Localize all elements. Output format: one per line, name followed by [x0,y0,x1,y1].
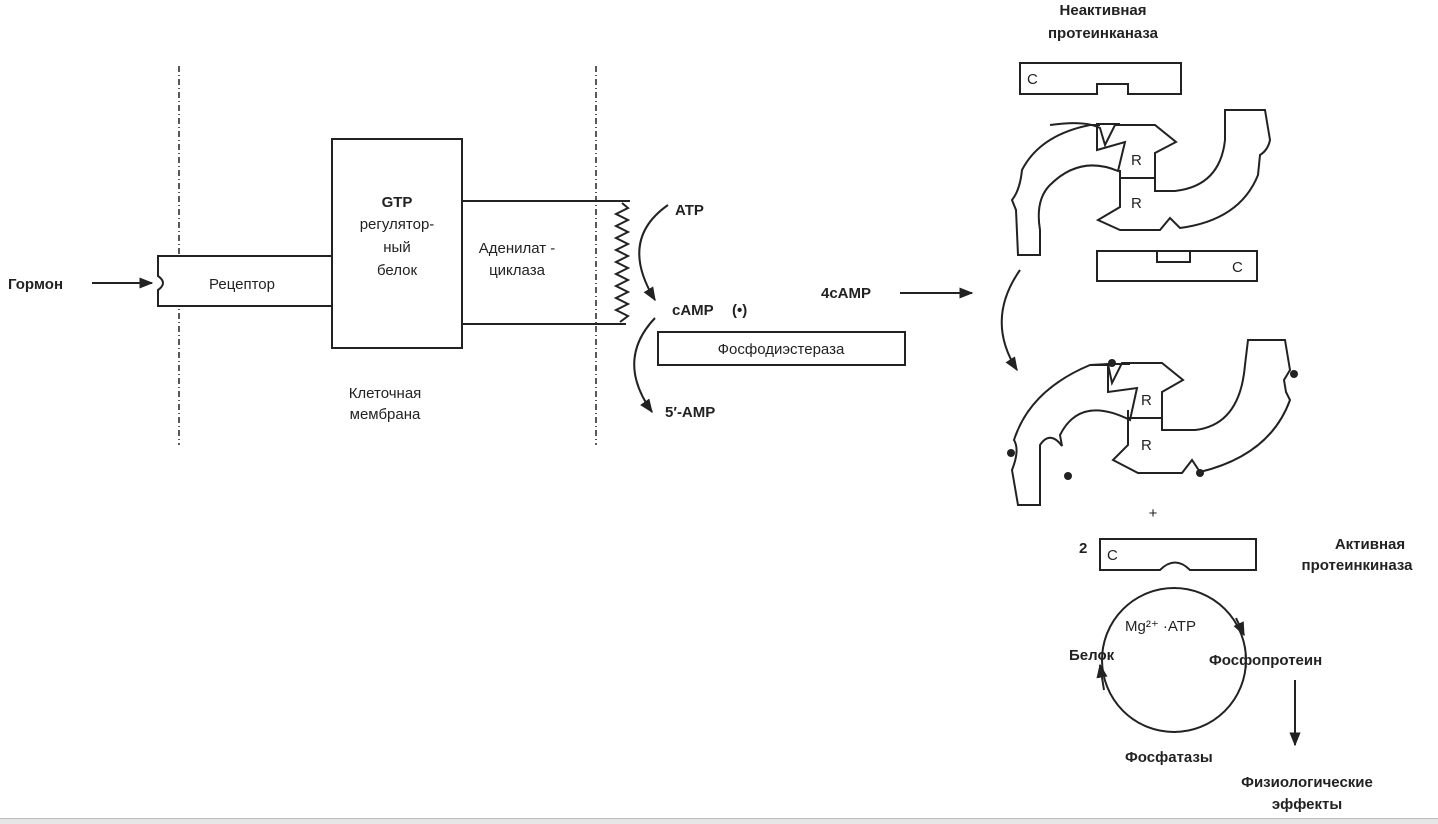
c-label-active: C [1107,547,1118,564]
phospho-forward-arrow [1233,617,1245,637]
cofactor-label: Mg²⁺ ·ATP [1125,618,1196,635]
phosphodiesterase-label: Фосфодиэстераза [718,341,845,358]
r-subunit-right [1049,109,1272,231]
camp-dot-1 [1108,359,1116,367]
camp-dot-2 [1290,370,1298,378]
r-label-2: R [1131,195,1142,212]
cell-membrane-line1: Клеточная [349,385,422,402]
adenylate-line1: Аденилат - [479,240,556,257]
effects-line2: эффекты [1272,796,1342,813]
phosphodiesterase-box [657,331,906,366]
gtp-protein-box [331,138,463,349]
atp-to-camp-arrow [638,204,669,302]
cell-membrane-line2: мембрана [350,406,421,423]
r-subunit-left [1010,123,1127,256]
amp5-label: 5′-AMP [665,404,715,421]
inactive-kinase-line2: протеинканаза [1048,25,1159,42]
c-label-bottom: C [1232,259,1243,276]
gtp-line2: регулятор- [360,216,435,233]
phospho-reverse-arrow [1096,663,1108,691]
catalytic-subunit-bottom [1096,250,1258,282]
camp-dot-5 [1196,469,1204,477]
receptor-label: Рецептор [209,276,275,293]
c-notch-bottom [1156,251,1191,263]
r-bound-left [1010,363,1139,506]
multiplier-label: 2 [1079,540,1087,557]
r-label-1: R [1131,152,1142,169]
catalytic-subunit-top [1019,62,1182,95]
receptor-box [157,255,333,307]
camp4-label: 4cAMP [821,285,871,302]
r-label-4: R [1141,437,1152,454]
gtp-label: GTP [382,194,413,211]
membrane-zigzag [613,202,631,323]
adenylate-cyclase-box [462,200,630,325]
active-kinase-line1: Активная [1335,536,1405,553]
phosphoprotein-label: Фосфопротеин [1209,652,1322,669]
camp-to-amp-arrow [633,317,656,414]
camp-label: cAMP [672,302,714,319]
camp-symbol: (•) [732,302,747,319]
protein-label: Белок [1069,647,1115,664]
phospho-cycle-circle [1101,587,1247,733]
c-label-top: C [1027,71,1038,88]
activation-arrow [1000,269,1021,372]
r-label-3: R [1141,392,1152,409]
effects-line1: Физиологические [1241,774,1373,791]
camp-dot-4 [1064,472,1072,480]
bottom-border [0,818,1438,824]
plus-sign: + [1149,505,1158,522]
gtp-line3: ный [383,239,410,256]
atp-label: ATP [675,202,704,219]
inactive-kinase-line1: Неактивная [1060,2,1147,19]
adenylate-line2: циклаза [489,262,546,279]
active-kinase-line2: протеинкиназа [1302,557,1414,574]
phosphatases-label: Фосфатазы [1125,749,1213,766]
r-bound-right [1089,339,1292,474]
gtp-line4: белок [377,262,418,279]
camp-dot-3 [1007,449,1015,457]
hormone-label: Гормон [8,276,63,293]
catalytic-subunit-active [1099,538,1257,571]
